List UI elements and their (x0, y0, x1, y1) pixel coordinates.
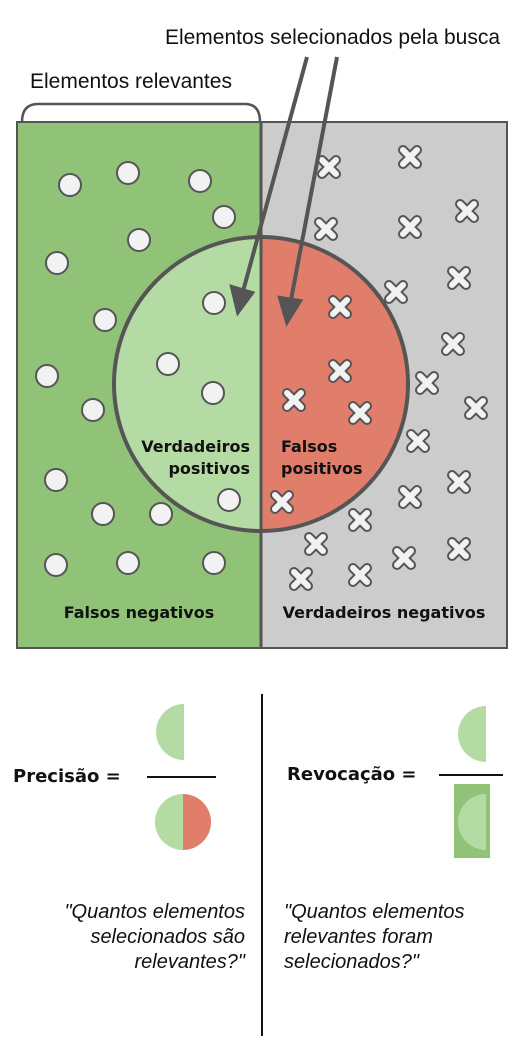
relevant-element-marker (201, 381, 225, 405)
non-relevant-element-marker (328, 295, 352, 319)
precision-question-line1: "Quantos elementos (64, 901, 245, 923)
non-relevant-element-marker (455, 199, 479, 223)
false-positives-label-line1: Falsos (281, 437, 337, 456)
relevant-element-marker (35, 364, 59, 388)
precision-denominator-false-positive (183, 794, 211, 850)
relevant-element-marker (212, 205, 236, 229)
non-relevant-element-marker (447, 470, 471, 494)
selection-arrows (229, 56, 339, 327)
non-relevant-element-marker (398, 485, 422, 509)
non-relevant-element-marker (398, 145, 422, 169)
relevant-element-marker (149, 502, 173, 526)
relevant-element-marker (81, 398, 105, 422)
arrow-to-false-positives (288, 56, 339, 306)
non-relevant-element-marker (348, 563, 372, 587)
false-negatives-label: Falsos negativos (64, 603, 214, 622)
non-relevant-element-marker (314, 217, 338, 241)
precision-question-line3: relevantes?" (135, 951, 246, 973)
arrow-to-true-positives (240, 56, 309, 296)
relevant-element-marker (91, 502, 115, 526)
precision-label: Precisão = (13, 766, 121, 787)
true-positives-label-line1: Verdadeiros (141, 437, 250, 456)
non-relevant-element-marker (447, 537, 471, 561)
relevant-element-marker (188, 169, 212, 193)
non-relevant-element-marker (328, 359, 352, 383)
arrowhead-false-positives (277, 295, 304, 327)
relevant-element-marker (93, 308, 117, 332)
relevant-element-marker (202, 551, 226, 575)
relevant-element-marker (44, 468, 68, 492)
non-relevant-element-marker (270, 490, 294, 514)
non-relevant-element-marker (282, 388, 306, 412)
non-relevant-element-markers (270, 145, 488, 591)
precision-denominator-true-positive (155, 794, 183, 850)
true-negatives-label: Verdadeiros negativos (283, 603, 486, 622)
recall-denominator-true-positive (458, 794, 486, 850)
non-relevant-element-marker (289, 567, 313, 591)
non-relevant-element-marker (398, 215, 422, 239)
selected-elements-label: Elementos selecionados pela busca (165, 26, 500, 49)
non-relevant-element-marker (464, 396, 488, 420)
non-relevant-element-marker (406, 429, 430, 453)
true-positives-label-line2: positivos (168, 459, 250, 478)
non-relevant-element-marker (384, 280, 408, 304)
relevant-element-marker (44, 553, 68, 577)
true-positives-half (114, 237, 261, 531)
relevant-element-marker (58, 173, 82, 197)
recall-question-line3: selecionados?" (284, 951, 420, 973)
non-relevant-element-marker (415, 371, 439, 395)
non-relevant-element-marker (304, 532, 328, 556)
precision-numerator-half-circle (156, 704, 184, 760)
relevant-element-marker (202, 291, 226, 315)
false-positives-label-line2: positivos (281, 459, 363, 478)
false-positives-half (261, 237, 408, 531)
non-relevant-element-marker (392, 546, 416, 570)
relevant-element-marker (116, 551, 140, 575)
recall-label: Revocação = (287, 764, 417, 785)
relevant-element-marker (127, 228, 151, 252)
relevant-element-marker (45, 251, 69, 275)
relevant-element-marker (116, 161, 140, 185)
relevant-elements-label: Elementos relevantes (30, 70, 232, 93)
relevant-element-marker (217, 488, 241, 512)
precision-question-line2: selecionados são (90, 926, 245, 948)
non-relevant-element-marker (441, 332, 465, 356)
non-relevant-element-marker (348, 508, 372, 532)
non-relevant-element-marker (348, 401, 372, 425)
non-relevant-element-marker (447, 266, 471, 290)
relevant-element-marker (156, 352, 180, 376)
recall-question-line2: relevantes foram (284, 926, 433, 948)
recall-question-line1: "Quantos elementos (284, 901, 465, 923)
recall-numerator-half-circle (458, 706, 486, 762)
arrowhead-true-positives (229, 284, 256, 317)
non-relevant-element-marker (317, 155, 341, 179)
relevant-elements-brace (20, 102, 262, 123)
relevant-element-markers (35, 161, 241, 577)
